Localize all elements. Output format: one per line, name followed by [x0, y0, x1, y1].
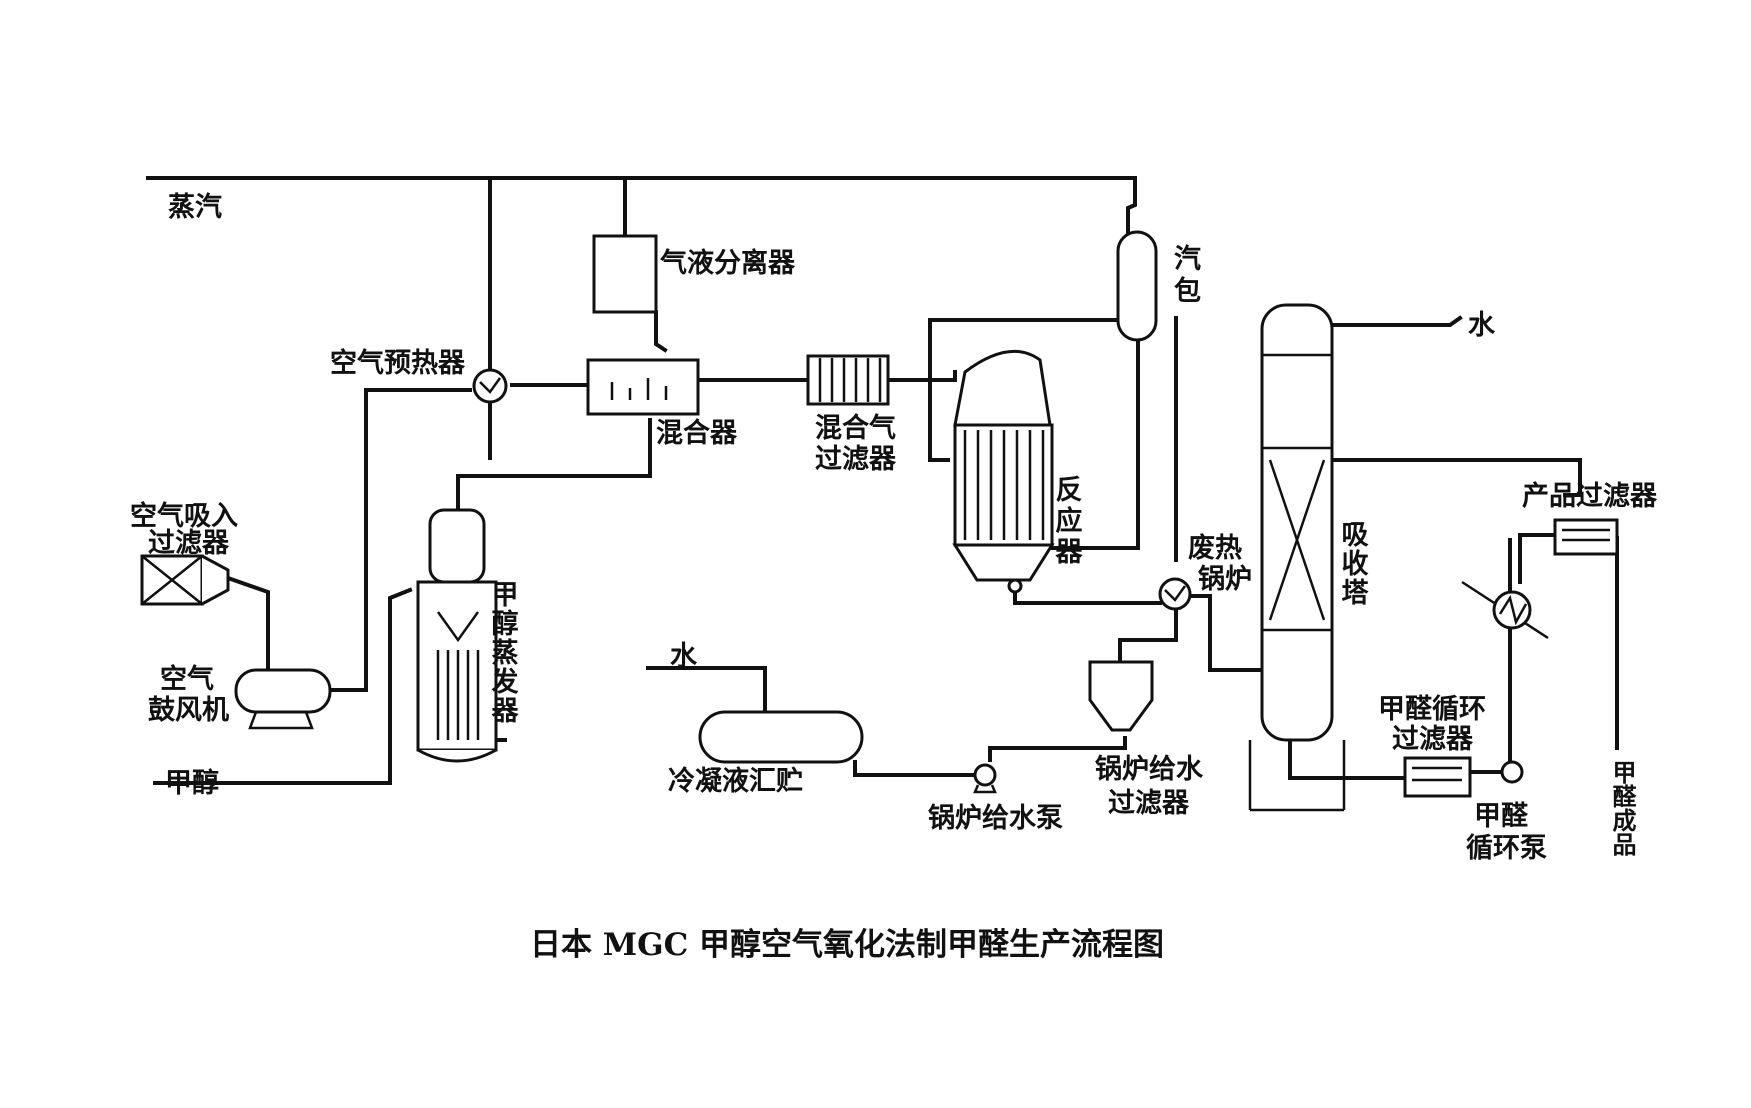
boiler-to-absorber	[1188, 594, 1264, 672]
air-blower-outlet-line	[328, 388, 472, 692]
evaporator-to-mixer	[456, 418, 652, 512]
formaldehyde-circulation-pump	[1500, 760, 1524, 784]
label-water-mid: 水	[670, 641, 698, 672]
air-intake-line	[225, 575, 270, 674]
steam-drum	[1116, 230, 1158, 342]
air-intake-filter	[140, 554, 230, 606]
pump-to-feed-filter	[988, 736, 1127, 762]
mixer	[586, 358, 700, 416]
label-waste-heat-boiler-1: 废热	[1188, 532, 1242, 564]
label-methanol: 甲醇	[165, 767, 219, 799]
separator-to-mixer	[654, 310, 668, 353]
label-formaldehyde-circ-filter-1: 甲醛循环	[1378, 694, 1486, 725]
air-blower	[234, 668, 332, 730]
diagram-caption: 日本 MGC 甲醇空气氧化法制甲醛生产流程图	[530, 927, 1164, 963]
pipelines	[146, 176, 1619, 785]
label-air-intake-filter-1: 空气吸入	[130, 500, 238, 532]
reactor-to-boiler	[1013, 588, 1162, 605]
exchanger-to-filter	[1518, 533, 1557, 584]
steam-line	[146, 176, 1137, 234]
label-formaldehyde-circ-pump-1: 甲醛	[1474, 801, 1529, 832]
condensate-tank	[698, 710, 864, 764]
label-air-intake-filter-2: 过滤器	[148, 528, 230, 559]
gas-liquid-separator	[592, 234, 658, 314]
boiler-feed-pump	[973, 763, 997, 794]
boiler-feed-filter	[1088, 660, 1154, 732]
methanol-evaporator	[416, 508, 498, 763]
label-absorber: 吸收塔	[1337, 520, 1369, 607]
label-product-filter: 产品过滤器	[1522, 481, 1658, 512]
mixed-gas-filter	[806, 354, 890, 406]
formaldehyde-circulation-filter	[1403, 756, 1472, 798]
label-formaldehyde-circ-pump-2: 循环泵	[1466, 833, 1547, 864]
circulation-return	[1301, 458, 1582, 497]
water-to-condensate	[646, 666, 767, 714]
label-steam: 蒸汽	[168, 192, 222, 223]
drum-to-reactor-loop	[928, 318, 1120, 462]
absorber-top-water	[1323, 315, 1463, 327]
label-waste-heat-boiler-2: 锅炉	[1198, 564, 1252, 595]
label-mixed-gas-filter-1: 混合气	[815, 412, 896, 444]
label-boiler-feed-filter-2: 过滤器	[1108, 788, 1190, 819]
label-boiler-feed-pump: 锅炉给水泵	[928, 803, 1063, 834]
label-water-top: 水	[1468, 310, 1496, 341]
label-condensate-tank: 冷凝液汇贮	[668, 766, 803, 797]
gas-filter-to-reactor	[886, 370, 957, 382]
drum-downcomer	[1050, 338, 1140, 550]
absorber-bottom-line	[1288, 738, 1407, 780]
feed-filter-to-boiler	[1118, 608, 1178, 664]
label-formaldehyde-circ-filter-2: 过滤器	[1392, 724, 1474, 755]
label-methanol-evaporator: 甲醇蒸发器	[487, 580, 520, 725]
label-air-preheater: 空气预热器	[330, 347, 466, 379]
label-mixed-gas-filter-2: 过滤器	[815, 444, 897, 475]
label-reactor: 反应器	[1051, 475, 1084, 568]
waste-heat-boiler	[1158, 577, 1192, 611]
label-steam-drum-1: 汽	[1174, 244, 1201, 275]
label-gas-liquid-separator: 气液分离器	[659, 247, 796, 279]
label-air-blower-2: 鼓风机	[148, 695, 229, 726]
label-air-blower-1: 空气	[160, 663, 214, 695]
methanol-feed-line	[153, 587, 413, 785]
label-mixer: 混合器	[656, 417, 738, 449]
label-formaldehyde-product: 甲醛成品	[1608, 760, 1636, 856]
air-preheater	[472, 368, 508, 404]
absorber	[1248, 303, 1346, 812]
reactor	[952, 349, 1055, 594]
product-filter	[1553, 518, 1619, 556]
label-steam-drum-2: 包	[1174, 275, 1201, 307]
product-heat-exchanger	[1492, 590, 1532, 630]
condensate-to-pump	[853, 760, 977, 777]
label-boiler-feed-filter-1: 锅炉给水	[1095, 754, 1204, 785]
